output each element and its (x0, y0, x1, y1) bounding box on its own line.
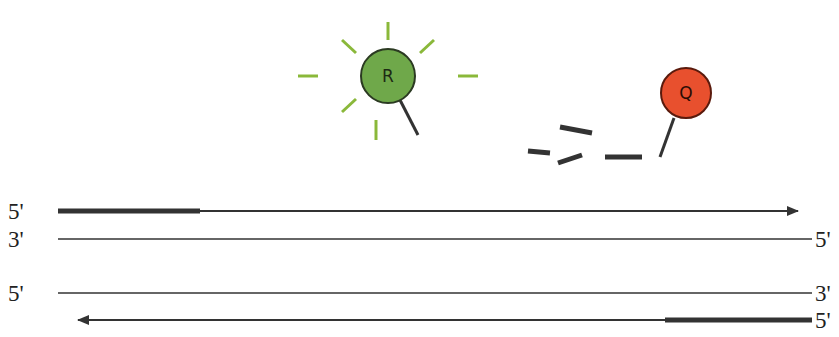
strand-end-label: 5' (815, 228, 831, 251)
molecule-letter: Q (679, 83, 692, 103)
template-strand (58, 238, 812, 240)
strand-end-label: 5' (815, 309, 831, 332)
template-strand (58, 292, 812, 294)
strand-end-label: 5' (8, 282, 24, 305)
linker (400, 100, 418, 135)
molecule-circle: Q (659, 66, 713, 120)
strand-end-label: 3' (8, 228, 24, 251)
new-strand (78, 319, 812, 321)
fluorescence-rays (298, 22, 478, 140)
linker (660, 118, 674, 157)
molecule-letter: R (382, 66, 394, 86)
strand-end-label: 5' (8, 200, 24, 223)
probe-fragments (528, 127, 642, 163)
strand-end-label: 3' (815, 282, 831, 305)
molecule-circle: R (359, 47, 417, 105)
new-strand (58, 210, 798, 212)
